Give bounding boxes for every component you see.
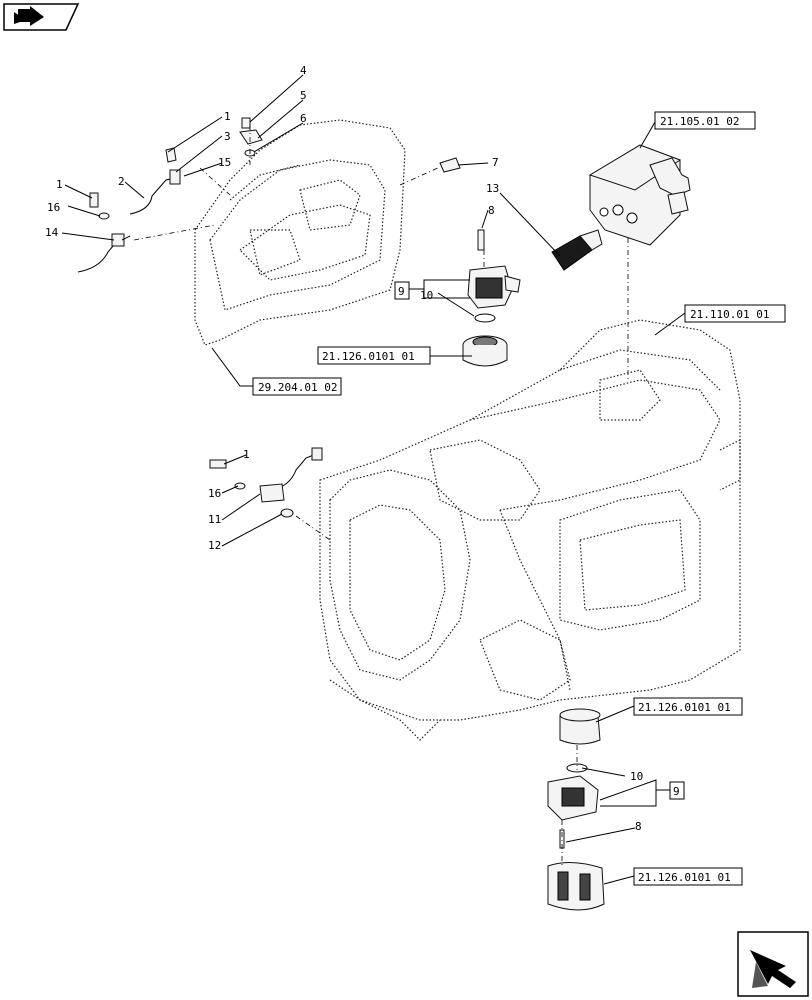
callout-12: 12 — [208, 539, 221, 552]
control-valve-lower — [547, 708, 605, 911]
ref-21-126-0101-01-b: 21.126.0101 01 — [638, 701, 731, 714]
ref-29-204-01-02: 29.204.01 02 — [258, 381, 337, 394]
solenoid-coil — [551, 229, 603, 271]
control-valve-upper — [462, 229, 521, 367]
callout-14: 14 — [45, 226, 59, 239]
ref-box-21-126-a[interactable]: 21.126.0101 01 — [317, 346, 431, 365]
callout-9-box-bottom[interactable]: 9 — [669, 781, 685, 800]
assembly-center-lines — [133, 125, 629, 866]
leader-lines — [61, 74, 686, 885]
ref-21-110-01-01: 21.110.01 01 — [690, 308, 769, 321]
callout-10-bottom: 10 — [630, 770, 643, 783]
callout-6: 6 — [300, 112, 307, 125]
ref-box-21-110[interactable]: 21.110.01 01 — [684, 304, 786, 323]
callout-2: 2 — [118, 175, 125, 188]
callout-16-mid: 16 — [208, 487, 221, 500]
callout-13: 13 — [486, 182, 499, 195]
callout-8-bottom: 8 — [635, 820, 642, 833]
ref-21-105-01-02: 21.105.01 02 — [660, 115, 739, 128]
ref-box-21-105[interactable]: 21.105.01 02 — [654, 111, 756, 130]
sensor-harness-lower — [209, 447, 323, 518]
callout-7: 7 — [492, 156, 499, 169]
callout-8-top: 8 — [488, 204, 495, 217]
callout-1-left: 1 — [56, 178, 63, 191]
sensor-harness-upper — [77, 157, 461, 273]
callout-5: 5 — [300, 89, 307, 102]
ref-box-29-204[interactable]: 29.204.01 02 — [252, 377, 342, 396]
hydraulic-cover-plate — [194, 119, 406, 346]
bolt-group-top — [165, 117, 263, 163]
valve-block — [588, 144, 691, 246]
callout-labels: 1 3 4 5 6 15 1 2 16 14 7 13 8 10 1 16 11… — [45, 64, 643, 833]
callout-3: 3 — [224, 130, 231, 143]
next-page-arrow-icon[interactable] — [737, 931, 809, 997]
ref-21-126-0101-01-a: 21.126.0101 01 — [322, 350, 415, 363]
transmission-housing — [319, 319, 741, 741]
ref-21-126-0101-01-c: 21.126.0101 01 — [638, 871, 731, 884]
callout-9-top: 9 — [398, 285, 405, 298]
callout-9-box-top[interactable]: 9 — [394, 281, 410, 300]
callout-16-left: 16 — [47, 201, 60, 214]
callout-11: 11 — [208, 513, 221, 526]
callout-4: 4 — [300, 64, 307, 77]
callout-15: 15 — [218, 156, 231, 169]
callout-9-bottom: 9 — [673, 785, 680, 798]
ref-box-21-126-b[interactable]: 21.126.0101 01 — [633, 697, 743, 716]
callout-1-top: 1 — [224, 110, 231, 123]
callout-10-top: 10 — [420, 289, 433, 302]
callout-1-mid: 1 — [243, 448, 250, 461]
ref-box-21-126-c[interactable]: 21.126.0101 01 — [633, 867, 743, 886]
book-arrow-icon[interactable] — [3, 3, 80, 31]
